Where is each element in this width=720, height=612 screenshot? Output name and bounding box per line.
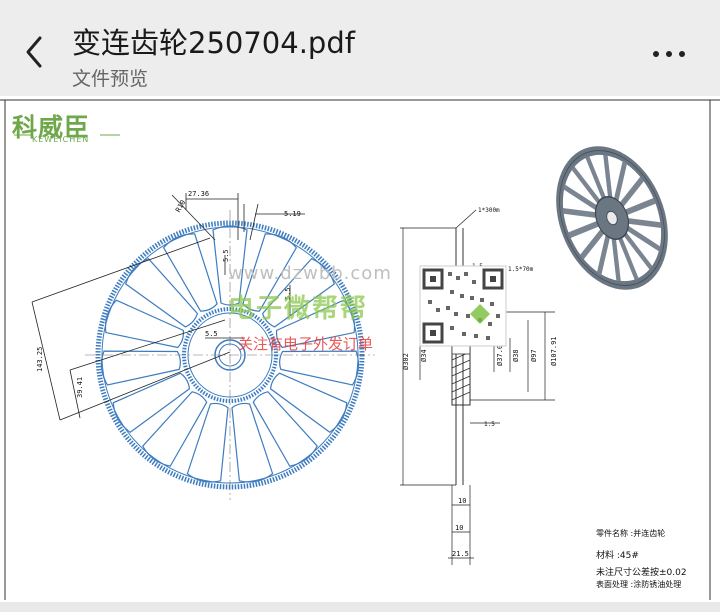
dim-27-36: 27.36	[188, 190, 209, 198]
title-block-part-name: 零件名称 :并连齿轮	[596, 529, 666, 538]
dim-5-5-top: 5.5	[222, 249, 230, 262]
dim-10-a: 10	[458, 497, 466, 505]
more-button[interactable]	[648, 38, 692, 68]
dim-21-5: 21.5	[452, 550, 469, 558]
dim-5-5-left: 5.5	[205, 330, 218, 338]
title-block-surface: 表面处理 :涂防锈油处理	[596, 580, 682, 589]
dim-1x300m: 1*300m	[478, 207, 500, 214]
dim-5-5-mid: 5.5	[284, 287, 292, 300]
pdf-page[interactable]: 27.36 5.19 R10 5.5 5.5 5.5 143.25 39.41	[0, 96, 720, 602]
dim-d107-91: Ø107.91	[550, 336, 558, 366]
dim-1-5x70m: 1.5*70m	[508, 266, 534, 273]
gear-front-view: 27.36 5.19 R10 5.5 5.5 5.5 143.25 39.41	[31, 190, 375, 500]
dim-d34: Ø34	[420, 349, 428, 362]
app-header: 变连齿轮250704.pdf 文件预览	[0, 0, 720, 94]
qr-code	[419, 265, 507, 347]
dim-d302: Ø302	[402, 353, 410, 370]
dim-5-19: 5.19	[284, 210, 301, 218]
dim-r10: R10	[174, 199, 187, 214]
title-block-tolerance: 未注尺寸公差按±0.02	[596, 568, 687, 578]
brand-logo-subtitle: KEWEICHEN	[32, 135, 90, 144]
title-block-material: 材料 :45#	[596, 551, 639, 561]
gear-section-view: 1*300m 1.5 1.5*70m Ø302 Ø34 Ø37.02 Ø38 Ø…	[400, 207, 558, 565]
dim-39-41: 39.41	[76, 377, 84, 398]
file-preview-label: 文件预览	[72, 68, 149, 90]
dim-d38: Ø38	[512, 349, 520, 362]
dim-d37-02: Ø37.02	[496, 341, 504, 366]
file-title: 变连齿轮250704.pdf	[72, 26, 355, 60]
chevron-left-icon	[26, 36, 42, 68]
dim-10-b: 10	[455, 524, 463, 532]
bottom-bar	[0, 602, 720, 612]
back-button[interactable]	[16, 30, 56, 74]
gear-3d-render	[556, 146, 668, 290]
engineering-drawing: 27.36 5.19 R10 5.5 5.5 5.5 143.25 39.41	[0, 99, 720, 600]
more-horizontal-icon	[653, 51, 685, 57]
dim-143-25: 143.25	[36, 347, 44, 372]
dim-1-5-bottom: 1.5	[484, 421, 495, 428]
watermark-url: www.dzwbb.com	[228, 263, 392, 284]
dim-d97: Ø97	[530, 349, 538, 362]
watermark-name: 电子微帮帮	[228, 294, 369, 324]
brand-logo-text: 科威臣	[12, 113, 91, 142]
watermark-slogan: 关注有电子外发订单	[238, 335, 374, 353]
